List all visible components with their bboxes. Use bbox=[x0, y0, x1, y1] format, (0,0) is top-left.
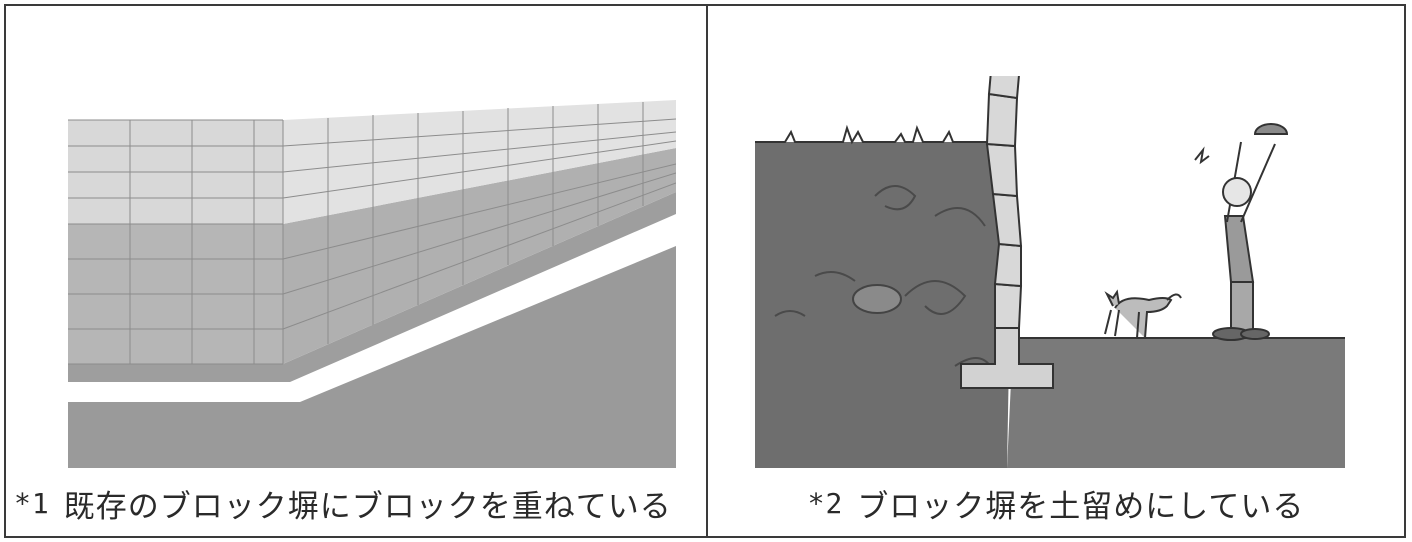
wall-base-band bbox=[68, 192, 676, 382]
retaining-block-wall-svg bbox=[755, 76, 1345, 468]
ground-surface bbox=[68, 246, 676, 468]
panel-1-label: *1 bbox=[14, 486, 50, 520]
curb-strip bbox=[68, 214, 676, 401]
grass-tufts bbox=[755, 124, 1013, 145]
startled-cat bbox=[1104, 289, 1182, 339]
panel-1-caption-text: 既存のブロック塀にブロックを重ねている bbox=[63, 488, 672, 525]
panel-2-label: *2 bbox=[807, 486, 844, 520]
panel-2-caption-text: ブロック塀を土留めにしている bbox=[857, 488, 1305, 525]
wall-footing bbox=[960, 327, 1054, 389]
panel-2: *2 ブロック塀を土留めにしている bbox=[708, 6, 1404, 536]
added-blocks-side bbox=[283, 100, 676, 224]
panel-2-caption: *2 ブロック塀を土留めにしている bbox=[708, 472, 1404, 534]
front-grid-lines bbox=[68, 119, 284, 365]
stacked-block-wall-svg bbox=[68, 100, 676, 468]
lower-ground bbox=[1007, 338, 1345, 468]
alarmed-man bbox=[1194, 123, 1289, 341]
stacked-block-wall-illustration bbox=[68, 96, 676, 468]
buried-stone bbox=[852, 284, 902, 314]
panel-1-caption: *1 既存のブロック塀にブロックを重ねている bbox=[6, 472, 706, 534]
soil-pressure-scribbles bbox=[774, 185, 996, 377]
panel-1: *1 既存のブロック塀にブロックを重ねている bbox=[6, 6, 708, 536]
retaining-block-wall-illustration bbox=[755, 76, 1345, 468]
side-grid-lines bbox=[282, 102, 676, 344]
figure-frame: *1 既存のブロック塀にブロックを重ねている bbox=[4, 4, 1406, 538]
leaning-block-wall bbox=[985, 76, 1023, 329]
